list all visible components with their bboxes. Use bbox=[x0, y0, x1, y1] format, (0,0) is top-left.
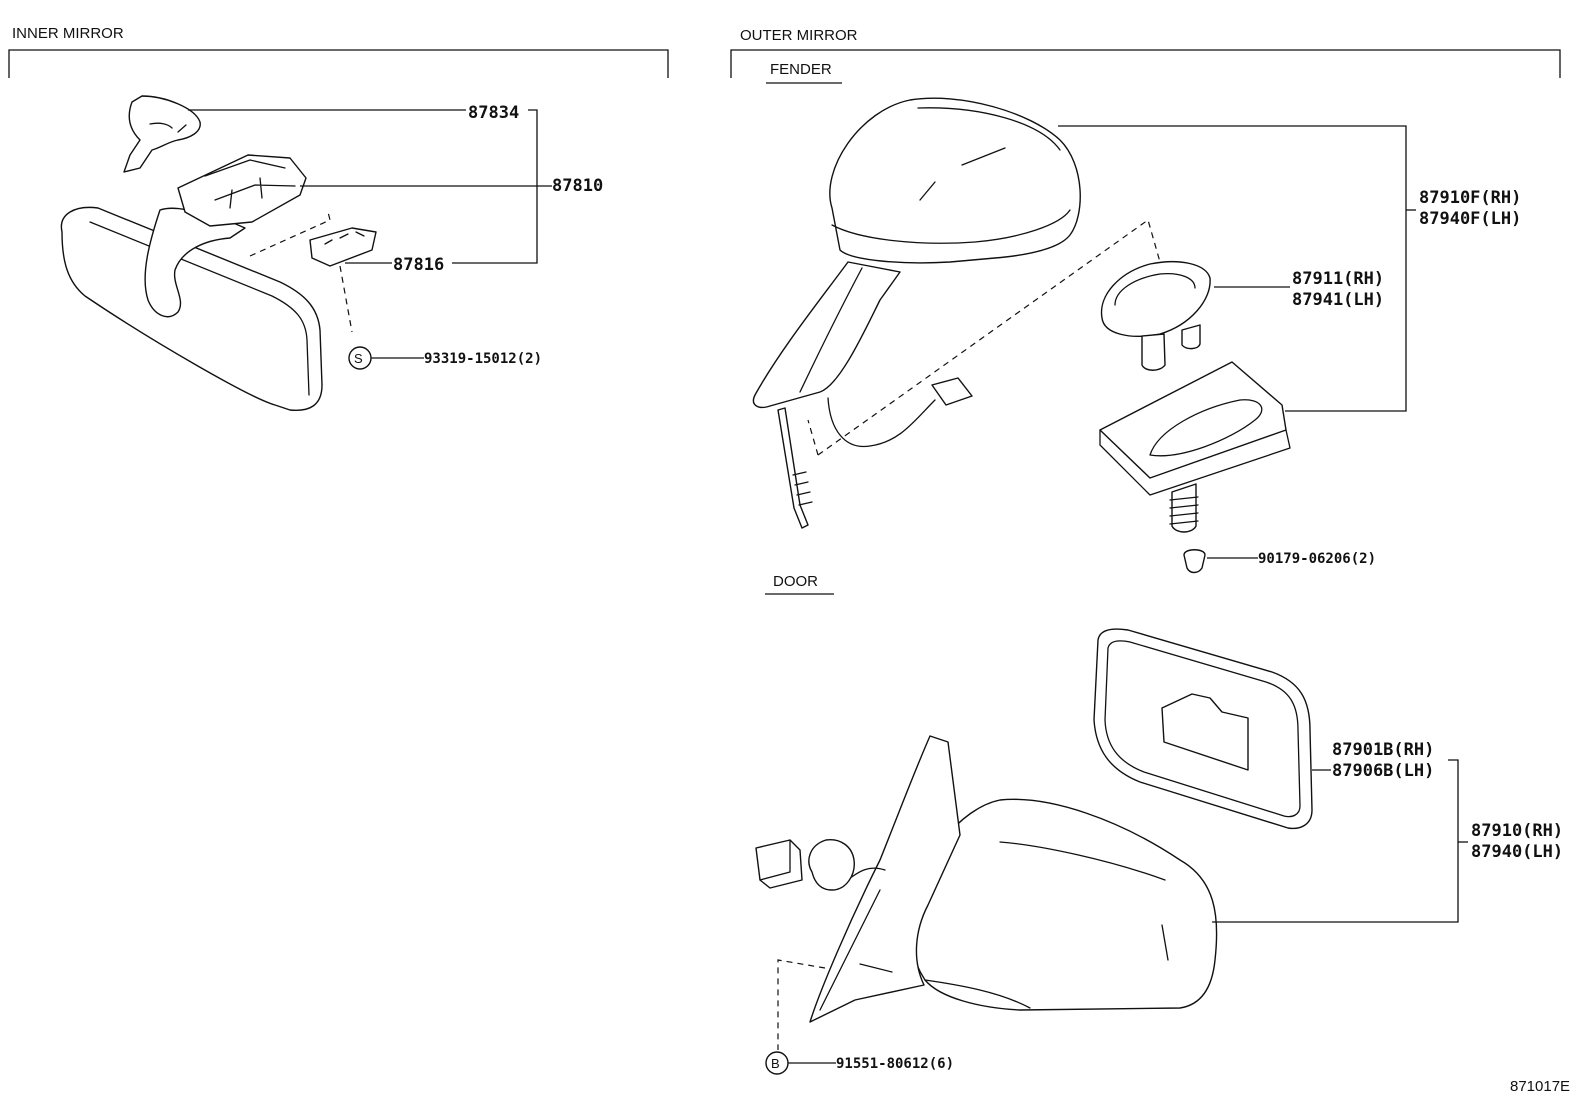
part-90179-06206: 90179-06206(2) bbox=[1258, 551, 1376, 567]
inner-mirror-title: INNER MIRROR bbox=[12, 25, 124, 42]
part-87901B-RH: 87901B(RH) bbox=[1332, 740, 1434, 760]
figure-code: 871017E bbox=[1510, 1078, 1570, 1095]
part-87816: 87816 bbox=[393, 255, 444, 275]
door-mirror-illustration bbox=[755, 628, 1313, 1075]
part-93319-15012: 93319-15012(2) bbox=[424, 351, 542, 367]
fender-label: FENDER bbox=[770, 61, 832, 78]
part-87910F-RH: 87910F(RH) bbox=[1419, 188, 1521, 208]
part-87910-RH: 87910(RH) bbox=[1471, 821, 1563, 841]
part-87810: 87810 bbox=[552, 176, 603, 196]
screw-symbol: S bbox=[354, 351, 363, 366]
part-87940-LH: 87940(LH) bbox=[1471, 842, 1563, 862]
fender-mirror-illustration bbox=[752, 97, 1291, 574]
bolt-symbol: B bbox=[771, 1056, 780, 1071]
part-87911-RH: 87911(RH) bbox=[1292, 269, 1384, 289]
part-87906B-LH: 87906B(LH) bbox=[1332, 761, 1434, 781]
inner-mirror-illustration bbox=[60, 95, 377, 412]
part-87834: 87834 bbox=[468, 103, 519, 123]
leader-87910 bbox=[1212, 759, 1459, 923]
outer-mirror-frame bbox=[730, 49, 1561, 78]
outer-mirror-title: OUTER MIRROR bbox=[740, 27, 858, 44]
leader-87910F bbox=[1058, 125, 1407, 412]
part-87941-LH: 87941(LH) bbox=[1292, 290, 1384, 310]
inner-mirror-frame bbox=[8, 49, 669, 78]
door-label: DOOR bbox=[773, 573, 818, 590]
part-91551-80612: 91551-80612(6) bbox=[836, 1056, 954, 1072]
part-87940F-LH: 87940F(LH) bbox=[1419, 209, 1521, 229]
